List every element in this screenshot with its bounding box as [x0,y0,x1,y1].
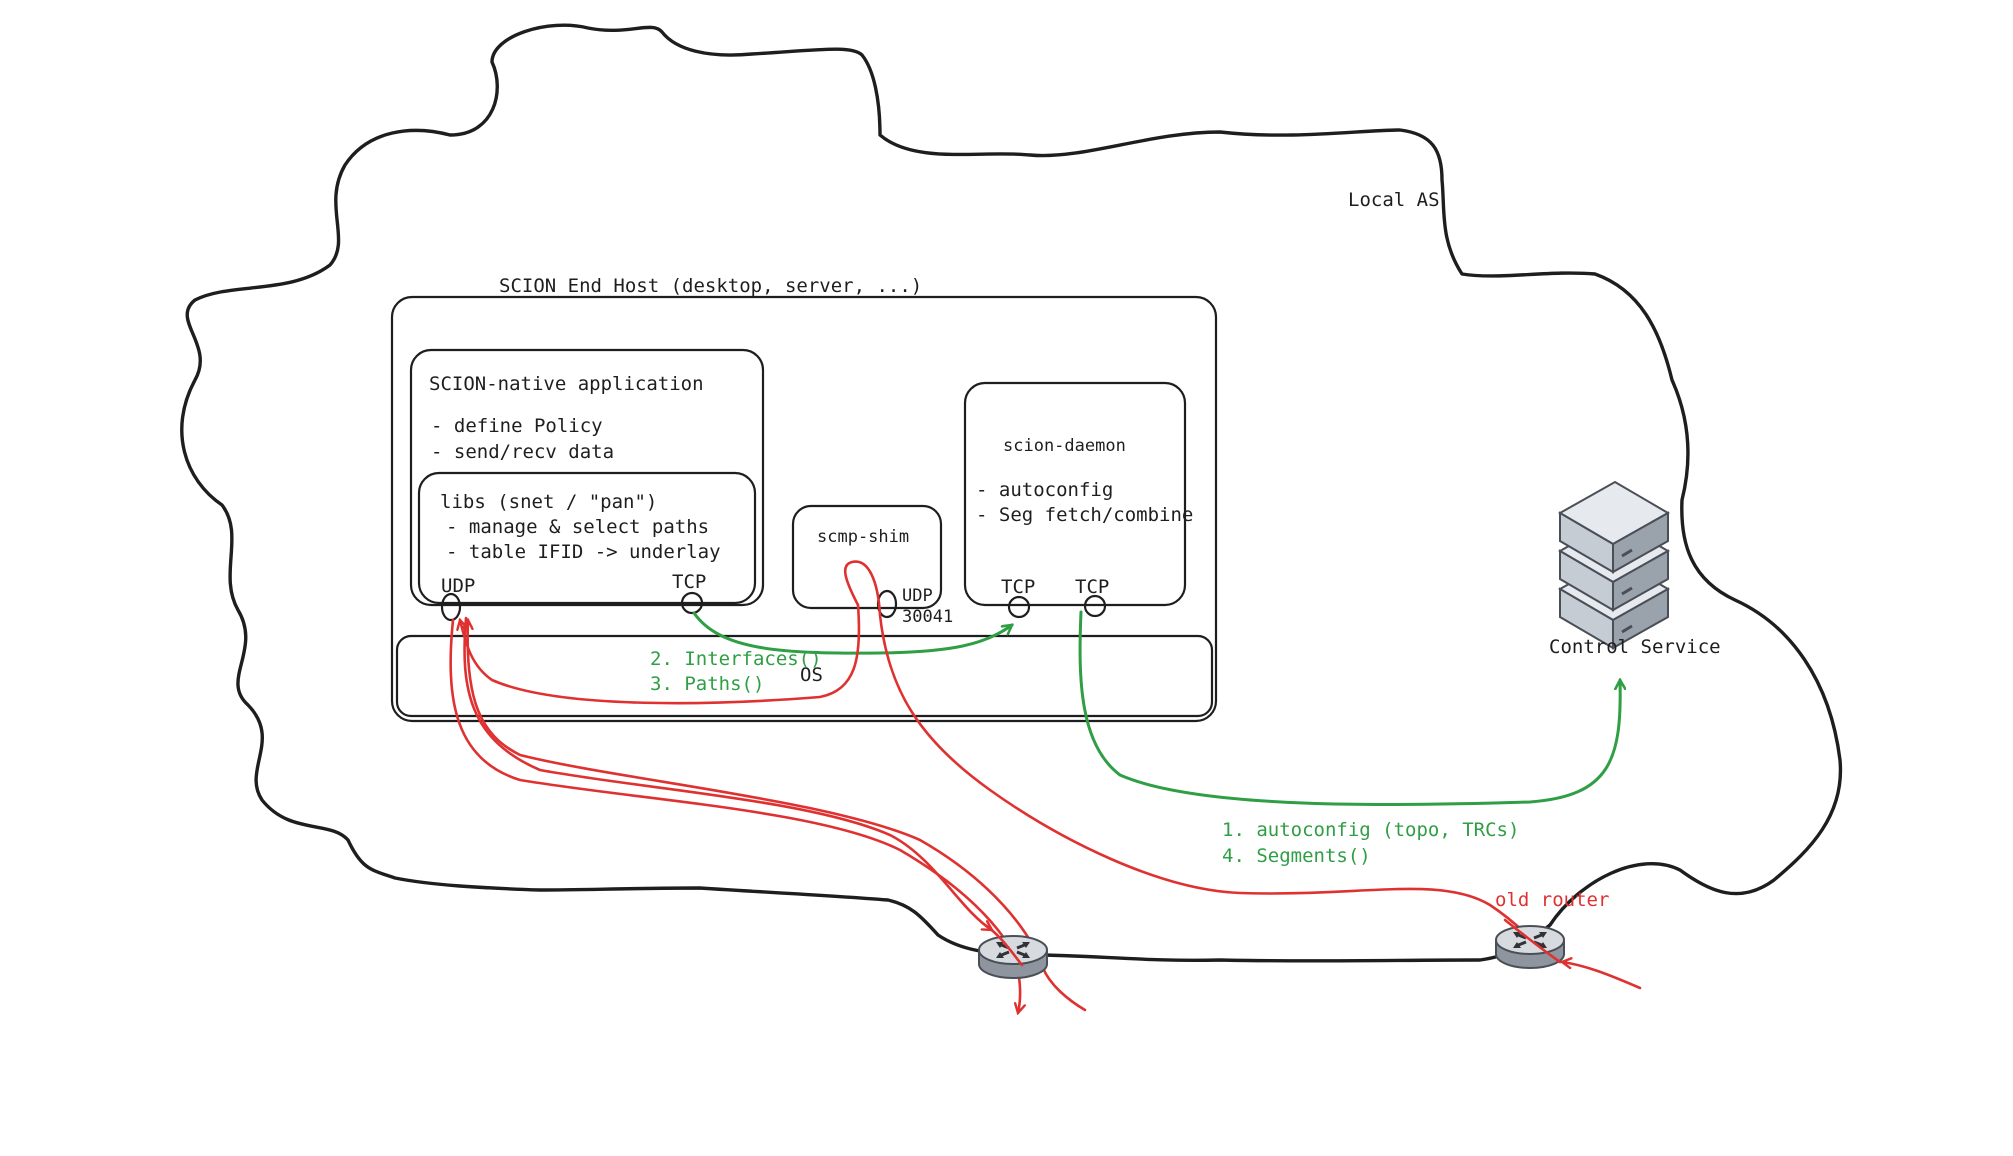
os-label: OS [800,664,823,686]
application-bullet-policy: - define Policy [431,415,603,437]
daemon-to-control-service-arrow [1078,610,1620,807]
scmp-shim-title: scmp-shim [817,527,909,547]
libs-box [417,471,757,605]
router-to-udp-flow-middle [463,616,992,930]
libs-udp-socket [440,592,462,622]
application-title: SCION-native application [429,373,704,395]
scmp-shim-box [791,504,943,610]
shim-loop-to-old-router-flow [843,560,1547,957]
daemon-tcp-label-1: TCP [1001,576,1035,598]
daemon-title: scion-daemon [1003,436,1126,456]
libs-tcp-socket [680,591,704,615]
libs-tcp-label: TCP [672,571,706,593]
control-call-segments: 4. Segments() [1222,845,1371,867]
libs-bullet-ifid: - table IFID -> underlay [446,541,721,563]
daemon-bullet-seg: - Seg fetch/combine [976,504,1193,526]
scmp-shim-port-number: 30041 [902,607,953,627]
end-host-title: SCION End Host (desktop, server, ...) [499,275,922,297]
application-bullet-data: - send/recv data [431,441,614,463]
server-stack-icon [1557,480,1671,650]
old-router-label: old router [1495,889,1609,911]
local-as-label: Local AS [1348,189,1440,211]
daemon-tcp-socket-2 [1083,594,1107,618]
application-box [409,348,765,607]
old-router-icon [1495,925,1565,969]
scmp-shim-port-label: UDP [902,586,933,606]
libs-udp-label: UDP [441,575,475,597]
daemon-call-interfaces: 2. Interfaces() [650,648,822,670]
old-router-crossing-flow [1503,918,1562,964]
os-bar [395,634,1214,718]
daemon-tcp-socket-1 [1007,595,1031,619]
libs-to-daemon-arrow [692,611,1012,655]
libs-title: libs (snet / "pan") [440,491,657,513]
end-host-box [390,295,1218,723]
router-crossing-flow [983,923,1024,967]
libs-bullet-paths: - manage & select paths [446,516,709,538]
router-icon [978,935,1048,979]
daemon-box [963,381,1187,607]
daemon-bullet-autoconfig: - autoconfig [976,479,1113,501]
control-service-label: Control Service [1549,636,1721,658]
scmp-shim-to-udp-flow [460,603,861,705]
control-call-autoconfig: 1. autoconfig (topo, TRCs) [1222,819,1519,841]
external-to-old-router-flow [1562,962,1642,990]
daemon-call-paths: 3. Paths() [650,673,764,695]
daemon-tcp-label-2: TCP [1075,576,1109,598]
local-as-boundary [180,23,1843,963]
